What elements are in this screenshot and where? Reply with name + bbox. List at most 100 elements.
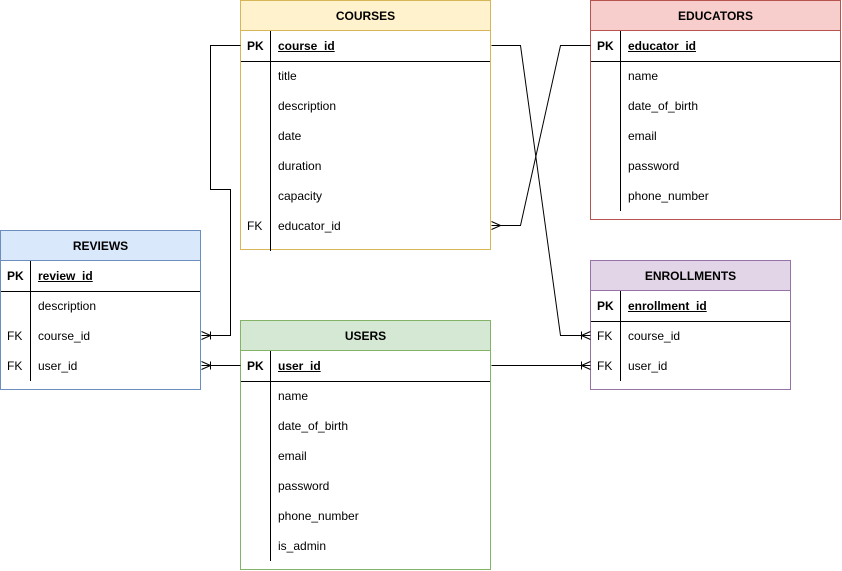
crowfoot-many-marker xyxy=(201,361,211,366)
key-column-divider xyxy=(30,261,31,381)
relationship-educators-courses[interactable] xyxy=(491,45,591,230)
connector-line xyxy=(201,45,241,336)
field-name: phone_number xyxy=(278,509,359,523)
field-row-enrollment-id[interactable]: PK enrollment_id xyxy=(591,291,790,321)
entity-educators[interactable]: EDUCATORS PK educator_id name date_of_bi… xyxy=(590,0,841,220)
entity-body-educators: PK educator_id name date_of_birth email … xyxy=(591,31,840,211)
key-label: PK xyxy=(247,39,264,53)
field-name: enrollment_id xyxy=(628,299,707,313)
crowfoot-many-marker xyxy=(491,221,501,226)
field-row-email[interactable]: email xyxy=(591,121,840,151)
field-row-date-of-birth[interactable]: date_of_birth xyxy=(591,91,840,121)
field-row-name[interactable]: name xyxy=(591,61,840,91)
key-column-divider xyxy=(620,291,621,381)
field-row-educator-id[interactable]: PK educator_id xyxy=(591,31,840,61)
field-row-user-id[interactable]: PK user_id xyxy=(241,351,490,381)
field-name: name xyxy=(628,69,659,83)
field-name: date xyxy=(278,129,302,143)
field-name: password xyxy=(278,479,330,493)
field-name: capacity xyxy=(278,189,323,203)
field-name: description xyxy=(38,299,97,313)
field-name: educator_id xyxy=(628,39,697,53)
field-row-user-id[interactable]: FK user_id xyxy=(591,351,790,381)
field-row-date-of-birth[interactable]: date_of_birth xyxy=(241,411,490,441)
entity-body-reviews: PK review_id description FK course_id FK… xyxy=(1,261,200,381)
field-row-phone-number[interactable]: phone_number xyxy=(241,501,490,531)
entity-reviews[interactable]: REVIEWS PK review_id description FK cour… xyxy=(0,230,201,390)
field-row-is-admin[interactable]: is_admin xyxy=(241,531,490,561)
field-row-course-id[interactable]: FK course_id xyxy=(1,321,200,351)
field-row-title[interactable]: title xyxy=(241,61,490,91)
entity-users[interactable]: USERS PK user_id name date_of_birth emai… xyxy=(240,320,491,570)
field-row-course-id[interactable]: PK course_id xyxy=(241,31,490,61)
key-label: FK xyxy=(7,329,23,343)
relationship-users-reviews[interactable] xyxy=(201,361,241,370)
entity-title-courses: COURSES xyxy=(241,1,490,31)
entity-courses[interactable]: COURSES PK course_id title description d… xyxy=(240,0,491,251)
pk-separator xyxy=(591,61,840,62)
entity-body-users: PK user_id name date_of_birth email pass… xyxy=(241,351,490,561)
pk-separator xyxy=(1,291,200,292)
field-row-description[interactable]: description xyxy=(241,91,490,121)
field-name: email xyxy=(278,449,307,463)
key-column-divider xyxy=(270,351,271,561)
key-label: FK xyxy=(247,219,263,233)
entity-title-reviews: REVIEWS xyxy=(1,231,200,261)
field-name: educator_id xyxy=(278,219,341,233)
field-row-email[interactable]: email xyxy=(241,441,490,471)
entity-enrollments[interactable]: ENROLLMENTS PK enrollment_id FK course_i… xyxy=(590,260,791,390)
field-row-educator-id[interactable]: FK educator_id xyxy=(241,211,490,241)
crowfoot-many-marker xyxy=(491,225,501,230)
key-label: FK xyxy=(597,359,613,373)
field-name: date_of_birth xyxy=(278,419,349,433)
relationship-courses-enrollments[interactable] xyxy=(491,45,591,340)
entity-body-enrollments: PK enrollment_id FK course_id FK user_id xyxy=(591,291,790,381)
field-row-phone-number[interactable]: phone_number xyxy=(591,181,840,211)
entity-body-courses: PK course_id title description date dura… xyxy=(241,31,490,251)
field-row-review-id[interactable]: PK review_id xyxy=(1,261,200,291)
field-row-password[interactable]: password xyxy=(591,151,840,181)
pk-separator xyxy=(241,381,490,382)
field-name: course_id xyxy=(38,329,91,343)
entity-title-enrollments: ENROLLMENTS xyxy=(591,261,790,291)
field-name: duration xyxy=(278,159,322,173)
field-name: name xyxy=(278,389,309,403)
crowfoot-many-marker xyxy=(201,365,211,370)
key-column-divider xyxy=(270,31,271,251)
field-row-description[interactable]: description xyxy=(1,291,200,321)
field-row-duration[interactable]: duration xyxy=(241,151,490,181)
connector-line xyxy=(491,45,591,336)
connector-line xyxy=(491,45,591,226)
field-row-password[interactable]: password xyxy=(241,471,490,501)
relationship-courses-reviews[interactable] xyxy=(201,45,241,340)
key-column-divider xyxy=(620,31,621,211)
pk-separator xyxy=(241,61,490,62)
field-row-name[interactable]: name xyxy=(241,381,490,411)
field-row-user-id[interactable]: FK user_id xyxy=(1,351,200,381)
field-row-capacity[interactable]: capacity xyxy=(241,181,490,211)
field-name: course_id xyxy=(278,39,335,53)
field-name: review_id xyxy=(38,269,93,283)
field-name: phone_number xyxy=(628,189,709,203)
key-label: FK xyxy=(597,329,613,343)
field-row-course-id[interactable]: FK course_id xyxy=(591,321,790,351)
entity-title-educators: EDUCATORS xyxy=(591,1,840,31)
key-label: FK xyxy=(7,359,23,373)
field-name: title xyxy=(278,69,297,83)
key-label: PK xyxy=(597,299,614,313)
field-name: email xyxy=(628,129,657,143)
key-label: PK xyxy=(597,39,614,53)
field-name: password xyxy=(628,159,680,173)
field-name: user_id xyxy=(628,359,668,373)
relationship-users-enrollments[interactable] xyxy=(491,361,591,370)
crowfoot-many-marker xyxy=(201,335,211,340)
entity-title-users: USERS xyxy=(241,321,490,351)
field-name: date_of_birth xyxy=(628,99,699,113)
field-name: user_id xyxy=(38,359,78,373)
field-name: description xyxy=(278,99,337,113)
field-row-date[interactable]: date xyxy=(241,121,490,151)
field-name: user_id xyxy=(278,359,321,373)
crowfoot-many-marker xyxy=(201,331,211,336)
pk-separator xyxy=(591,321,790,322)
key-label: PK xyxy=(247,359,264,373)
